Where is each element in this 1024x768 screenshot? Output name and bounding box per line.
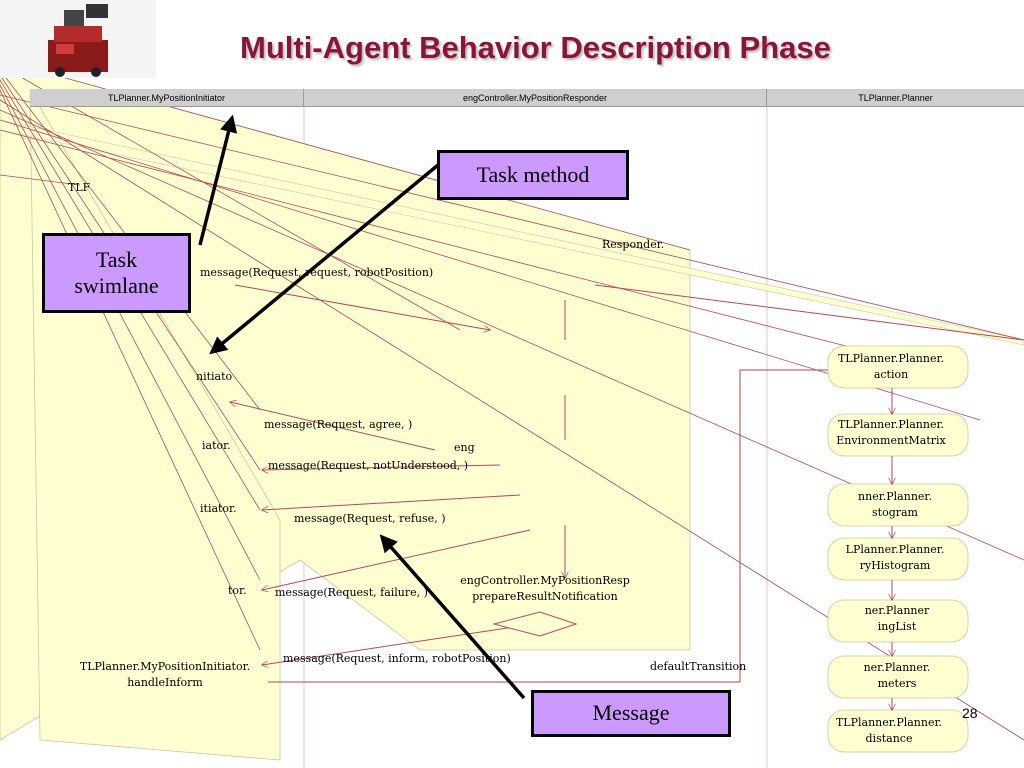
initiator-node-label: TLPlanner.MyPositionInitiator. handleInfo… — [80, 660, 250, 689]
robot-icon — [0, 0, 156, 78]
label-line: EnvironmentMatrix — [836, 434, 946, 447]
label-line: ingList — [878, 620, 917, 633]
label-line: ryHistogram — [860, 559, 931, 572]
planner-node-label: TLPlanner.Planner. action — [838, 352, 944, 381]
label-line: TLPlanner.MyPositionInitiator. — [80, 660, 250, 673]
label-line: engController.MyPositionResp — [460, 574, 630, 587]
transition-label: defaultTransition — [650, 660, 746, 673]
planner-node-label: TLPlanner.Planner. EnvironmentMatrix — [836, 418, 946, 447]
label-line: prepareResultNotification — [472, 590, 618, 603]
robot-logo — [0, 0, 156, 78]
label-line: action — [874, 368, 908, 381]
planner-node-label: LPlanner.Planner. ryHistogram — [846, 543, 945, 572]
message-label: message(Request, request, robotPosition) — [200, 266, 433, 279]
page-number: 28 — [962, 705, 978, 721]
label-line: TLPlanner.Planner. — [838, 418, 944, 431]
decision-diamond — [492, 611, 578, 637]
initiator-node-label: TLF — [68, 181, 91, 194]
message-label: message(Request, refuse, ) — [294, 512, 445, 525]
planner-node-label: ner.Planner ingList — [865, 604, 930, 633]
message-label: message(Request, agree, ) — [264, 418, 412, 431]
responder-node-label: Responder. — [602, 238, 664, 251]
initiator-node-label: itiator. — [200, 502, 237, 515]
message-lines — [230, 284, 1024, 683]
planner-node-label: nner.Planner. stogram — [858, 490, 932, 519]
page-title: Multi-Agent Behavior Description Phase — [240, 30, 831, 65]
lane-header-responder: engController.MyPositionResponder — [304, 89, 767, 107]
initiator-node-label: iator. — [202, 439, 231, 452]
planner-node-labels: TLPlanner.Planner. action TLPlanner.Plann… — [836, 352, 947, 745]
label-line: ner.Planner — [865, 604, 930, 617]
planner-node-label: TLPlanner.Planner. distance — [836, 716, 942, 745]
label-line: stogram — [872, 506, 919, 519]
message-label: message(Request, inform, robotPosition) — [283, 652, 511, 665]
label-line: meters — [878, 677, 917, 690]
label-line: handleInform — [127, 676, 203, 689]
initiator-node-labels: TLF nitiato iator. itiator. tor. TLPlann… — [68, 181, 250, 689]
responder-node-label: engController.MyPositionResp prepareResul… — [460, 574, 630, 603]
lane-header-initiator: TLPlanner.MyPositionInitiator — [30, 89, 304, 107]
label-line: TLPlanner.Planner. — [838, 352, 944, 365]
initiator-node-label: tor. — [228, 584, 247, 597]
planner-bubbles — [827, 345, 969, 753]
message-labels: message(Request, request, robotPosition)… — [200, 266, 746, 673]
message-label: message(Request, notUnderstood, ) — [268, 459, 468, 472]
initiator-node-label: nitiato — [196, 370, 233, 383]
message-label: message(Request, failure, ) — [275, 586, 428, 599]
task-swimlane-callout: Task swimlane — [42, 233, 191, 313]
label-line: TLPlanner.Planner. — [836, 716, 942, 729]
lane-header-planner: TLPlanner.Planner — [767, 89, 1024, 107]
label-line: LPlanner.Planner. — [846, 543, 945, 556]
task-method-callout: Task method — [437, 150, 629, 200]
label-line: ner.Planner. — [864, 661, 931, 674]
message-callout: Message — [531, 690, 731, 737]
label-line: distance — [866, 732, 913, 745]
responder-node-label: eng — [454, 441, 475, 454]
responder-node-labels: Responder. eng engController.MyPositionR… — [454, 238, 664, 603]
activity-sweep — [0, 119, 1024, 346]
planner-node-label: ner.Planner. meters — [864, 661, 931, 690]
label-line: nner.Planner. — [858, 490, 932, 503]
callout-arrows — [198, 114, 526, 700]
